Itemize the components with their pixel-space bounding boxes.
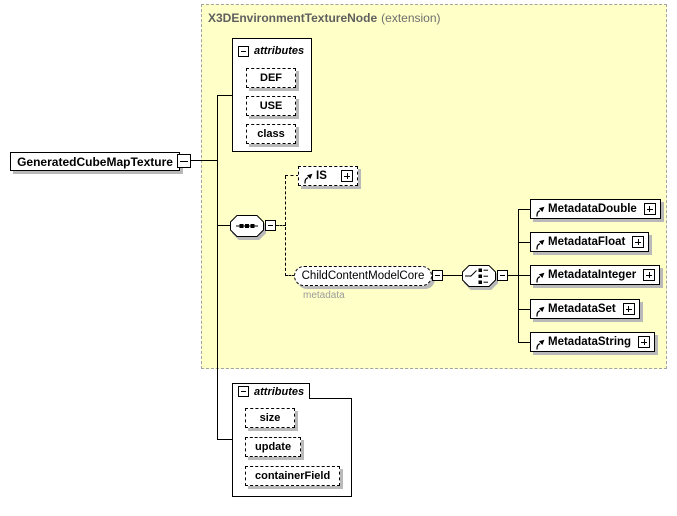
element-metadatafloat[interactable]: MetadataFloat: [530, 232, 650, 252]
attribute-use[interactable]: USE: [246, 96, 296, 116]
region-title-text: X3DEnvironmentTextureNode: [208, 11, 378, 25]
attributes-label: attributes: [254, 45, 305, 57]
reference-arrow-icon: [536, 239, 545, 250]
connector-line: [518, 209, 530, 210]
attribute-def[interactable]: DEF: [246, 68, 296, 88]
choice-collapse-toggle[interactable]: [497, 270, 508, 281]
expand-toggle[interactable]: [643, 269, 656, 281]
expand-toggle[interactable]: [643, 203, 656, 215]
element-metadatainteger[interactable]: MetadataInteger: [530, 265, 661, 285]
attribute-update[interactable]: update: [245, 437, 302, 457]
attribute-label: size: [259, 412, 281, 424]
reference-arrow-icon: [536, 272, 545, 283]
expand-toggle[interactable]: [622, 303, 635, 315]
connector-line: [217, 225, 231, 226]
element-label: MetadataSet: [548, 303, 616, 315]
reference-arrow-icon: [536, 206, 545, 217]
element-metadatadouble[interactable]: MetadataDouble: [530, 199, 661, 219]
connector-line: [518, 275, 530, 276]
group-label: ChildContentModelCore: [301, 270, 425, 282]
reference-arrow-icon: [304, 173, 313, 184]
sequence-collapse-toggle[interactable]: [265, 220, 276, 231]
attribute-label: class: [257, 128, 285, 140]
attributes-header: attributes: [238, 45, 304, 57]
attributes-collapse-toggle[interactable]: [238, 386, 249, 397]
attribute-label: update: [255, 441, 292, 453]
connector-line: [518, 209, 519, 343]
attribute-size[interactable]: size: [245, 408, 295, 428]
element-metadatastring[interactable]: MetadataString: [530, 332, 656, 352]
element-generatedcubemaptexture[interactable]: GeneratedCubeMapTexture: [10, 152, 180, 171]
element-metadataset[interactable]: MetadataSet: [530, 299, 640, 319]
local-attributes-header: attributes: [232, 383, 310, 399]
region-title-suffix: (extension): [381, 11, 441, 25]
attribute-label: USE: [259, 100, 283, 112]
group-annotation: metadata: [303, 290, 345, 301]
group-childcontentmodelcore[interactable]: ChildContentModelCore: [294, 266, 432, 286]
reference-arrow-icon: [536, 306, 545, 317]
attribute-label: DEF: [260, 72, 282, 84]
attributes-collapse-toggle[interactable]: [238, 45, 249, 57]
expand-toggle[interactable]: [638, 336, 651, 348]
choice-icon[interactable]: [462, 265, 496, 287]
attribute-label: containerField: [255, 470, 331, 482]
connector-line: [518, 342, 530, 343]
connector-line: [217, 95, 232, 96]
root-collapse-toggle[interactable]: [177, 154, 191, 168]
connector-line: [443, 275, 462, 276]
connector-line: [217, 439, 233, 440]
attribute-containerfield[interactable]: containerField: [245, 466, 341, 486]
connector-line: [276, 225, 286, 226]
expand-toggle[interactable]: [632, 236, 645, 248]
connector-line: [518, 242, 530, 243]
element-label: IS: [316, 170, 327, 182]
connector-line: [285, 175, 299, 176]
is-expand-toggle[interactable]: [341, 170, 353, 182]
attribute-class[interactable]: class: [246, 124, 296, 144]
element-label: MetadataInteger: [548, 269, 637, 281]
group-collapse-toggle[interactable]: [432, 270, 443, 281]
connector-line: [518, 309, 530, 310]
connector-line: [508, 275, 518, 276]
element-label: GeneratedCubeMapTexture: [17, 154, 173, 169]
element-label: MetadataString: [548, 336, 632, 348]
extension-region-title: X3DEnvironmentTextureNode(extension): [208, 11, 441, 25]
connector-line: [191, 160, 217, 161]
connector-line: [285, 275, 295, 276]
connector-line: [217, 95, 218, 440]
element-is[interactable]: IS: [298, 166, 358, 186]
extension-attributes-group: attributes DEF USE class: [232, 38, 312, 152]
element-label: MetadataDouble: [548, 203, 637, 215]
reference-arrow-icon: [536, 339, 545, 350]
connector-line: [285, 176, 286, 276]
sequence-icon[interactable]: [230, 215, 264, 237]
attributes-label: attributes: [254, 385, 305, 398]
element-label: MetadataFloat: [548, 236, 626, 248]
